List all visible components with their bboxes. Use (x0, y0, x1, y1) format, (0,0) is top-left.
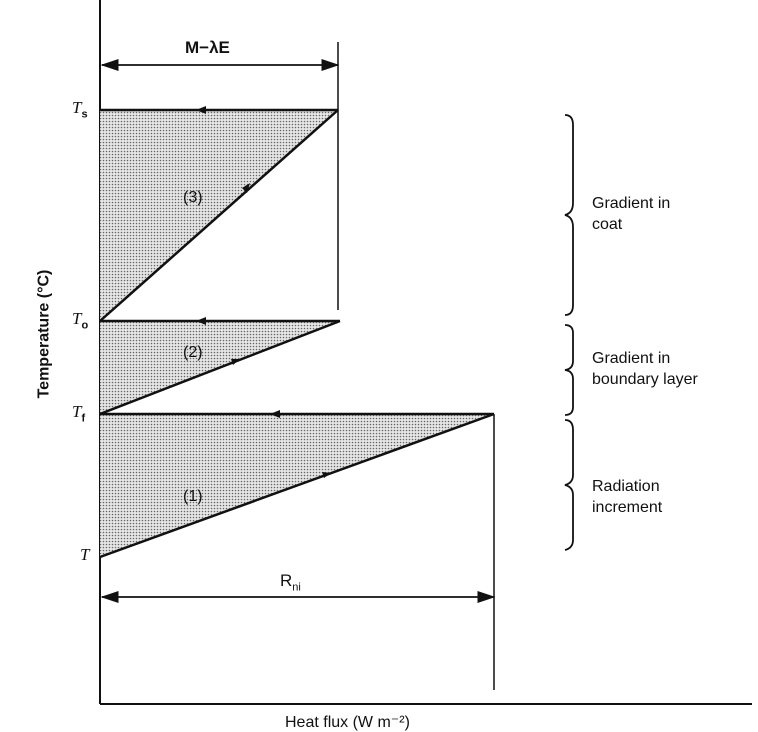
triangle-2-label: (2) (183, 344, 203, 361)
m-lambda-e-label: M−λE (185, 38, 230, 57)
triangle-1-label: (1) (183, 488, 203, 505)
brace-icons (564, 114, 574, 551)
rni-label: Rni (280, 571, 301, 593)
level-tf: Tf (72, 402, 86, 425)
rni-main: R (280, 571, 293, 590)
triangle-3-label: (3) (183, 189, 203, 206)
level-to: To (72, 309, 89, 332)
rni-sub: ni (292, 581, 301, 594)
y-axis-label: Temperature (°C) (35, 269, 53, 399)
level-ts: Ts (72, 98, 88, 121)
level-t: T (80, 545, 90, 564)
x-axis-label: Heat flux (W m⁻²) (285, 714, 410, 731)
flow-arrow-icons (196, 106, 331, 478)
